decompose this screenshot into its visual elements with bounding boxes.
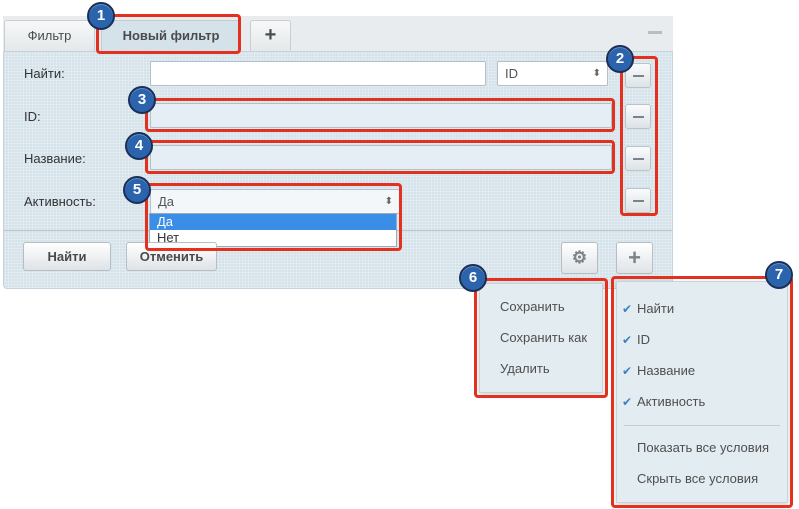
- find-button[interactable]: Найти: [23, 242, 111, 271]
- conditions-menu: ✔ Найти ✔ ID ✔ Название ✔ Активность Пок…: [616, 281, 788, 503]
- annotation-badge-5: 5: [123, 176, 151, 204]
- minus-icon: [633, 75, 644, 77]
- select-arrows-icon: ⬍: [384, 196, 393, 207]
- tab-filter[interactable]: Фильтр: [4, 20, 95, 51]
- settings-button[interactable]: ⚙: [561, 242, 598, 274]
- annotation-badge-3: 3: [128, 86, 156, 114]
- active-option-yes[interactable]: Да: [150, 214, 396, 230]
- annotation-badge-4: 4: [125, 132, 153, 160]
- annotation-badge-1: 1: [87, 2, 115, 30]
- find-field-select-value: ID: [505, 66, 518, 81]
- checkmark-icon: ✔: [622, 333, 633, 347]
- tab-new-filter[interactable]: Новый фильтр: [101, 20, 241, 51]
- find-label: Найти:: [24, 66, 65, 81]
- checkmark-icon: ✔: [622, 302, 633, 316]
- active-label: Активность:: [24, 194, 96, 209]
- annotation-badge-7: 7: [765, 261, 793, 289]
- annotation-frame-7: [611, 276, 793, 508]
- annotation-badge-6: 6: [459, 264, 487, 292]
- active-options-list: Да Нет: [149, 213, 397, 247]
- annotation-frame-3: [145, 98, 615, 132]
- checkmark-icon: ✔: [622, 364, 633, 378]
- annotation-badge-2: 2: [606, 45, 634, 73]
- gear-icon: ⚙: [571, 248, 588, 267]
- name-input[interactable]: [150, 145, 612, 170]
- annotation-frame-5: [145, 183, 402, 251]
- id-label: ID:: [24, 109, 41, 124]
- plus-icon: +: [628, 245, 641, 270]
- condition-item-name[interactable]: Название: [637, 363, 696, 378]
- id-input[interactable]: [150, 103, 612, 128]
- condition-item-id[interactable]: ID: [637, 332, 650, 347]
- hide-all-conditions[interactable]: Скрыть все условия: [637, 471, 759, 486]
- save-menu-item-save[interactable]: Сохранить: [500, 299, 565, 314]
- annotation-frame-1: [96, 14, 241, 54]
- remove-name-condition-button[interactable]: [625, 146, 651, 171]
- remove-find-condition-button[interactable]: [625, 63, 651, 88]
- minus-icon: [633, 200, 644, 202]
- save-menu: Сохранить Сохранить как Удалить: [479, 283, 603, 393]
- condition-item-active[interactable]: Активность: [637, 394, 706, 409]
- condition-item-find[interactable]: Найти: [637, 301, 675, 316]
- annotation-frame-2: [620, 56, 658, 216]
- collapse-panel-icon[interactable]: [648, 31, 662, 34]
- active-option-no[interactable]: Нет: [157, 230, 180, 245]
- cancel-button[interactable]: Отменить: [126, 242, 217, 271]
- show-all-conditions[interactable]: Показать все условия: [637, 440, 769, 455]
- find-field-select[interactable]: ID ⬍: [497, 61, 608, 86]
- add-filter-tab-button[interactable]: +: [250, 20, 291, 51]
- active-select-value: Да: [158, 194, 175, 209]
- save-menu-item-delete[interactable]: Удалить: [500, 361, 550, 376]
- save-menu-item-save-as[interactable]: Сохранить как: [500, 330, 588, 345]
- conditions-menu-divider: [624, 425, 780, 426]
- minus-icon: [633, 116, 644, 118]
- annotation-frame-4: [145, 140, 615, 174]
- select-arrows-icon: ⬍: [592, 68, 601, 79]
- remove-active-condition-button[interactable]: [625, 188, 651, 213]
- name-label: Название:: [24, 151, 86, 166]
- filter-tab-strip: Фильтр Новый фильтр +: [3, 16, 673, 51]
- remove-id-condition-button[interactable]: [625, 104, 651, 129]
- minus-icon: [633, 158, 644, 160]
- checkmark-icon: ✔: [622, 395, 633, 409]
- find-input[interactable]: [150, 61, 486, 86]
- add-condition-button[interactable]: +: [616, 242, 653, 274]
- annotation-frame-6: [474, 278, 608, 398]
